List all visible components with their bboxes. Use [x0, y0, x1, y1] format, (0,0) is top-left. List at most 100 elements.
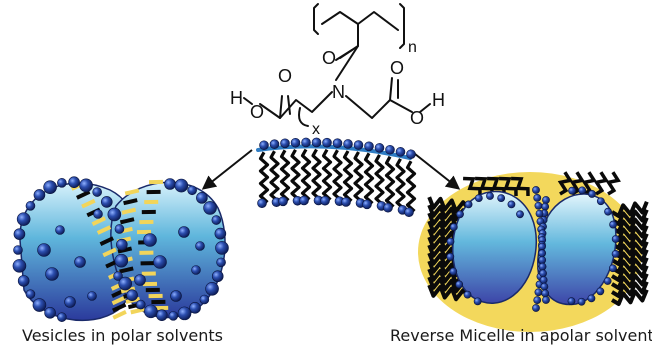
tail-chain: [610, 232, 649, 250]
atom-o-acid-right-top: O: [390, 58, 404, 78]
head-group-bead: [17, 275, 30, 287]
head-group-bead: [278, 196, 288, 207]
tail-chain: [557, 171, 573, 196]
vesicle-head-groups: [12, 176, 229, 322]
head-group-bead: [578, 186, 587, 195]
head-group-bead: [44, 307, 56, 319]
bilayer-segment: [119, 266, 134, 274]
bracket-right: [399, 3, 405, 49]
micelle-core-left: [452, 190, 537, 304]
head-group-bead: [311, 137, 322, 148]
head-group-bead: [611, 249, 620, 258]
tail-chain: [610, 248, 649, 266]
bilayer-segment: [142, 281, 158, 287]
caption-vesicles: Vesicles in polar solvents: [22, 326, 223, 345]
tail-chain: [610, 288, 649, 306]
tail-chain: [487, 176, 506, 197]
subscript-x: x: [312, 121, 320, 138]
head-group-bead: [343, 139, 353, 149]
head-group-bead: [596, 197, 605, 206]
tail-chain: [258, 151, 270, 204]
head-group-bead: [100, 196, 113, 208]
head-group-bead: [587, 294, 596, 303]
tail-chain: [605, 171, 621, 196]
bilayer-segment: [141, 209, 156, 215]
bilayer-segment: [117, 246, 133, 254]
head-group-bead: [12, 259, 27, 273]
head-group-bead: [195, 241, 205, 251]
head-group-bead: [341, 197, 351, 207]
head-group-bead: [177, 306, 192, 321]
head-group-bead: [174, 178, 189, 193]
tail-chain: [610, 200, 649, 218]
head-group-bead: [216, 257, 226, 268]
head-group-bead: [135, 299, 146, 310]
head-group-bead: [534, 201, 543, 210]
bilayer-segment: [141, 271, 156, 276]
head-group-bead: [540, 282, 549, 291]
head-group-bead: [473, 297, 482, 306]
head-group-bead: [541, 289, 550, 298]
bilayer-segment: [123, 198, 138, 206]
head-group-bead: [542, 296, 550, 304]
polymer-brush: [256, 137, 417, 218]
head-group-bead: [25, 201, 36, 211]
bilayer-segment: [111, 295, 126, 306]
tail-chain: [581, 171, 597, 196]
head-group-bead: [280, 138, 290, 149]
bilayer-segment: [112, 310, 127, 320]
head-group-bead: [507, 200, 516, 209]
head-group-bead: [535, 209, 544, 218]
head-group-bead: [383, 202, 393, 213]
head-group-bead: [114, 253, 129, 268]
brush-tails: [258, 148, 417, 213]
head-group-bead: [156, 309, 168, 321]
oh-bond-left: [243, 97, 253, 105]
bilayer-segment: [148, 293, 163, 299]
brush-head-groups: [257, 137, 416, 218]
head-group-bead: [107, 207, 122, 222]
head-group-bead: [215, 241, 229, 255]
tail-chain: [311, 148, 322, 201]
atom-n: N: [332, 82, 345, 102]
head-group-bead: [126, 289, 138, 301]
head-group-bead: [178, 226, 190, 238]
tail-chain: [405, 160, 417, 213]
tail-chain: [610, 256, 649, 274]
bilayer-segment: [120, 286, 136, 294]
head-group-bead: [211, 215, 222, 225]
bilayer-segment: [139, 219, 154, 225]
bilayer-segment: [81, 198, 96, 209]
subscript-n: n: [408, 39, 417, 56]
tail-chain: [427, 284, 470, 302]
micelle-head-groups: [446, 186, 620, 312]
tail-chain: [363, 152, 375, 205]
head-group-bead: [144, 304, 158, 319]
head-group-bead: [449, 267, 458, 276]
tail-chain: [610, 272, 649, 290]
head-group-bead: [191, 265, 201, 275]
tail-chain: [569, 171, 585, 196]
head-group-bead: [187, 185, 197, 196]
bilayer-segment: [124, 188, 140, 196]
head-group-bead: [301, 137, 311, 148]
head-group-bead: [55, 225, 65, 235]
head-group-bead: [474, 194, 483, 203]
head-group-bead: [541, 202, 550, 211]
tail-chain: [374, 154, 385, 207]
atom-o-acid-left: O: [250, 102, 264, 122]
caption-reverse-micelle: Reverse Micelle in apolar solvents: [390, 326, 652, 345]
head-group-bead: [290, 137, 301, 148]
bilayer-segment: [140, 261, 155, 266]
head-group-bead: [568, 186, 576, 195]
acid-left-double: [287, 95, 291, 115]
bracket-left: [313, 3, 319, 35]
head-group-bead: [609, 220, 618, 229]
head-group-bead: [134, 274, 146, 286]
oh-bond-right: [419, 103, 431, 113]
head-group-bead: [214, 227, 227, 240]
head-group-bead: [362, 199, 372, 210]
head-group-bead: [153, 255, 167, 269]
head-group-bead: [395, 147, 406, 157]
head-group-bead: [464, 200, 473, 209]
